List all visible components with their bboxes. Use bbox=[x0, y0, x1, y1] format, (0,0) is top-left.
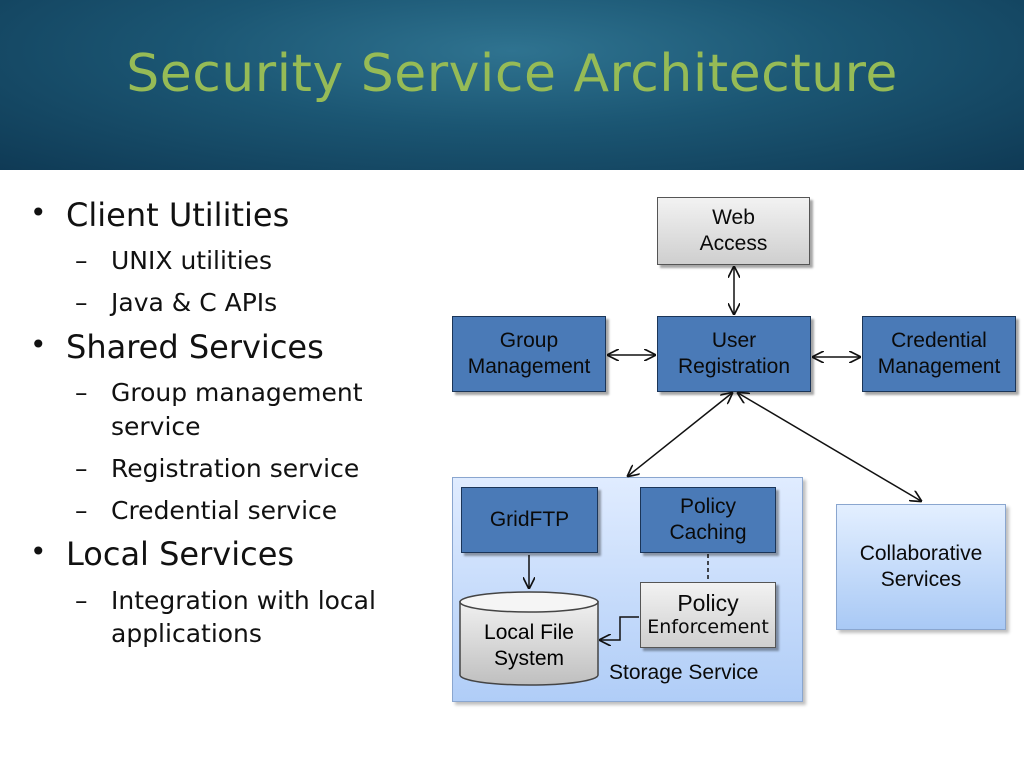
bullet-shared-services: •Shared Services bbox=[30, 327, 324, 366]
web-access-box: Web Access bbox=[657, 197, 810, 265]
gridftp-box: GridFTP bbox=[461, 487, 598, 553]
architecture-diagram: Web Access Group Management User Registr… bbox=[440, 180, 1024, 740]
storage-service-label: Storage Service bbox=[609, 661, 759, 684]
bullet-dot-icon: • bbox=[30, 327, 47, 361]
local-file-system-label: Local File System bbox=[484, 621, 574, 670]
dash-icon: – bbox=[75, 288, 88, 318]
diagram-connectors bbox=[459, 180, 1024, 686]
group-management-box: Group Management bbox=[452, 316, 606, 392]
sub-bullet-java-c-apis: –Java & C APIs bbox=[28, 286, 448, 320]
arrow-enforcement-filesystem bbox=[600, 616, 639, 640]
arrow-registration-collaborative bbox=[738, 393, 921, 501]
title-banner: Security Service Architecture bbox=[0, 0, 1024, 170]
policy-enforcement-box: Policy Enforcement bbox=[640, 582, 776, 648]
bullet-client-utilities: •Client Utilities bbox=[30, 196, 290, 234]
credential-management-box: Credential Management bbox=[862, 316, 1016, 392]
dash-icon: – bbox=[75, 378, 88, 408]
policy-enforcement-line2: Enforcement bbox=[647, 615, 769, 638]
dash-icon: – bbox=[75, 453, 88, 483]
arrow-registration-storage bbox=[628, 393, 732, 476]
sub-bullet-unix-utilities: –UNIX utilities bbox=[28, 244, 448, 278]
bullet-local-services: •Local Services bbox=[30, 535, 295, 574]
slide-title: Security Service Architecture bbox=[126, 44, 898, 104]
bullet-dot-icon: • bbox=[30, 196, 47, 229]
sub-bullet-integration: –Integration with local applications bbox=[75, 585, 376, 649]
dash-icon: – bbox=[75, 585, 88, 615]
dash-icon: – bbox=[75, 495, 88, 525]
sub-bullet-registration: –Registration service bbox=[28, 452, 448, 486]
user-registration-box: User Registration bbox=[657, 316, 811, 392]
dash-icon: – bbox=[75, 246, 88, 276]
collaborative-services-box: Collaborative Services bbox=[836, 504, 1006, 630]
sub-bullet-credential: –Credential service bbox=[28, 494, 448, 528]
local-file-system-cylinder bbox=[459, 591, 599, 686]
bullet-list: •Client Utilities –UNIX utilities –Java … bbox=[28, 196, 448, 659]
bullet-dot-icon: • bbox=[30, 535, 47, 569]
sub-bullet-group-management: –Group management service bbox=[75, 378, 363, 442]
policy-enforcement-line1: Policy bbox=[677, 590, 739, 617]
